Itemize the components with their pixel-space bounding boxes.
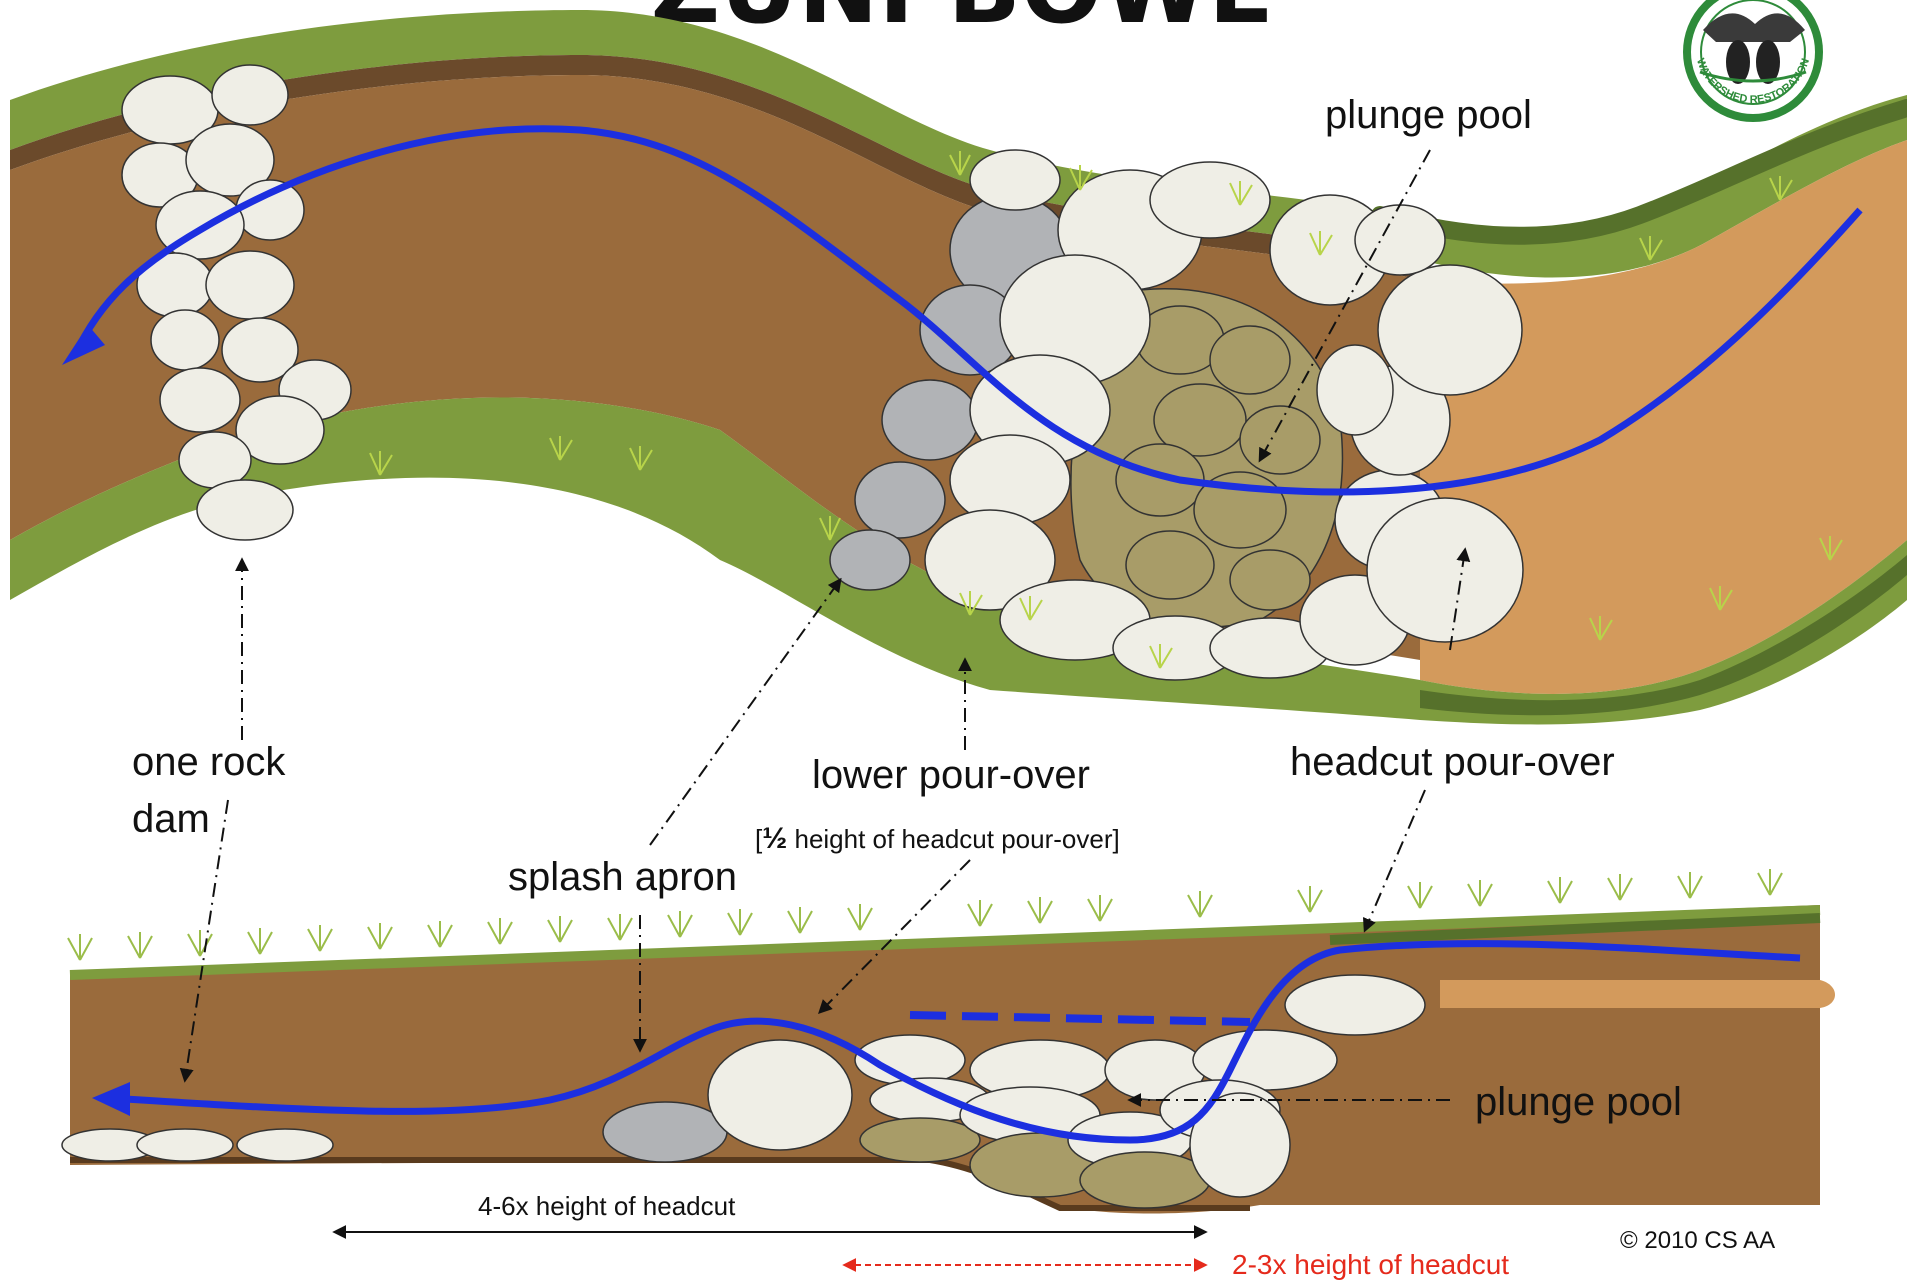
plan-view <box>10 10 1907 724</box>
label-splash-apron: splash apron <box>508 855 737 899</box>
label-one-rock-dam-1: one rock <box>132 740 286 784</box>
label-plunge-pool-top: plunge pool <box>1325 93 1532 137</box>
label-measure-2-3x: 2-3x height of headcut <box>1232 1249 1509 1280</box>
label-half-height: [½ height of headcut pour-over] <box>755 822 1120 855</box>
logo-icon: WATERSHED RESTORATION <box>1687 0 1819 118</box>
label-plunge-pool-profile: plunge pool <box>1475 1080 1682 1124</box>
copyright-text: © 2010 CS AA <box>1620 1227 1775 1254</box>
page-title: ZUNI BOWL <box>651 0 1270 45</box>
label-headcut-pour-over: headcut pour-over <box>1290 740 1615 784</box>
label-one-rock-dam-2: dam <box>132 797 210 841</box>
label-lower-pour-over: lower pour-over <box>812 753 1090 797</box>
profile-view <box>62 869 1835 1214</box>
label-measure-4-6x: 4-6x height of headcut <box>478 1191 736 1221</box>
